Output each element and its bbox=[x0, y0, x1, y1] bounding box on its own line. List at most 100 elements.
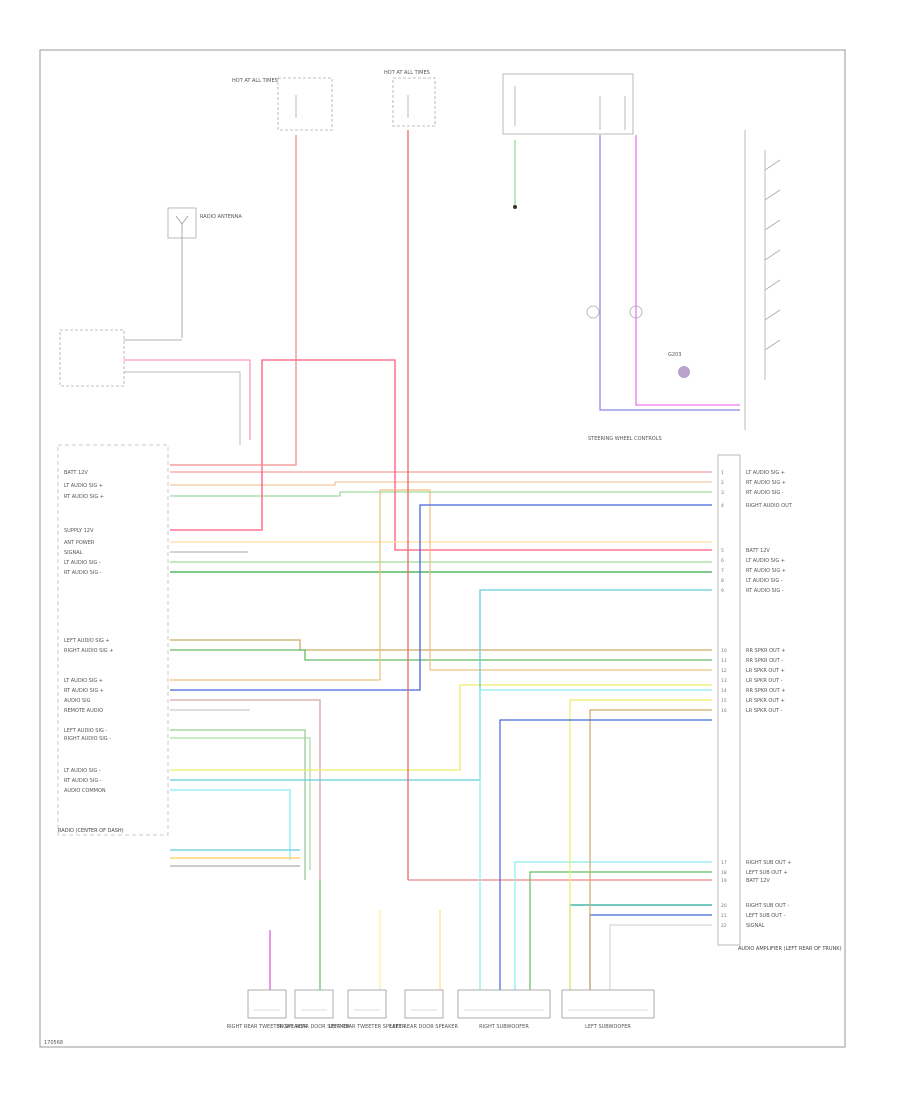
wires-layer bbox=[124, 130, 740, 990]
wire-9 bbox=[170, 649, 712, 661]
clockspring-connector-2 bbox=[629, 305, 643, 319]
wire-label-17: RT AUDIO SIG - bbox=[64, 778, 102, 784]
fuse-block-mid: HOT AT ALL TIMES bbox=[384, 70, 436, 127]
wire-label-6: LT AUDIO SIG - bbox=[64, 560, 101, 566]
wire-label-18: AUDIO COMMON bbox=[64, 788, 106, 794]
amp-pin-5: 6 bbox=[721, 558, 724, 564]
wire-label-13: REMOTE AUDIO bbox=[64, 708, 103, 714]
wire-12 bbox=[170, 699, 321, 880]
amp-output-label-13: RR SPKR OUT + bbox=[746, 688, 786, 694]
amp-pin-21: 22 bbox=[721, 923, 727, 929]
amp-output-label-11: LR SPKR OUT + bbox=[746, 668, 785, 674]
wire-label-14: LEFT AUDIO SIG - bbox=[64, 728, 107, 734]
sub-r-pos bbox=[514, 861, 712, 990]
amp-pin-4: 5 bbox=[721, 548, 724, 554]
speaker-label-3: LEFT REAR DOOR SPEAKER bbox=[390, 1024, 458, 1030]
batt-feed-left bbox=[170, 135, 297, 466]
amp-output-label-0: LT AUDIO SIG + bbox=[746, 470, 785, 476]
amp-output-label-5: LT AUDIO SIG + bbox=[746, 558, 785, 564]
amp-output-label-7: LT AUDIO SIG - bbox=[746, 578, 783, 584]
amp-output-label-20: LEFT SUB OUT - bbox=[746, 913, 785, 919]
amp-output-label-12: LR SPKR OUT - bbox=[746, 678, 783, 684]
ant-sig bbox=[124, 371, 241, 445]
diagram-border bbox=[39, 49, 846, 1048]
wire-17 bbox=[170, 589, 712, 781]
amp-output-label-15: LR SPKR OUT - bbox=[746, 708, 783, 714]
wire-label-2: RT AUDIO SIG + bbox=[64, 494, 104, 500]
amp-output-label-3: RIGHT AUDIO OUT bbox=[746, 503, 793, 509]
amp-pin-11: 12 bbox=[721, 668, 727, 674]
wire-10 bbox=[170, 489, 712, 681]
amp-pin-7: 8 bbox=[721, 578, 724, 584]
figure-code: 170568 bbox=[44, 1040, 63, 1046]
amp-output-label-18: BATT 12V bbox=[746, 878, 770, 884]
wire-18 bbox=[170, 789, 291, 860]
wire-label-7: RT AUDIO SIG - bbox=[64, 570, 102, 576]
amp-output-label-21: SIGNAL bbox=[746, 923, 765, 929]
amp-pin-6: 7 bbox=[721, 568, 724, 574]
spk-feed-4 bbox=[479, 689, 712, 990]
amp-pin-8: 9 bbox=[721, 588, 724, 594]
radio-module bbox=[57, 444, 169, 836]
speaker-1: RIGHT REAR DOOR SPEAKER bbox=[278, 989, 350, 1030]
amp-output-label-6: RT AUDIO SIG + bbox=[746, 568, 786, 574]
amp-pin-1: 2 bbox=[721, 480, 724, 486]
fuse-mid-label: HOT AT ALL TIMES bbox=[384, 70, 430, 76]
amp-output-label-4: BATT 12V bbox=[746, 548, 770, 554]
amp-output-label-16: RIGHT SUB OUT + bbox=[746, 860, 792, 866]
sub-r-neg bbox=[529, 871, 712, 990]
wire-1 bbox=[170, 481, 712, 486]
wire-label-16: LT AUDIO SIG - bbox=[64, 768, 101, 774]
wire-2 bbox=[170, 491, 712, 497]
ant-power bbox=[124, 359, 251, 440]
speaker-label-4: RIGHT SUBWOOFER bbox=[479, 1024, 529, 1030]
amp-pin-9: 10 bbox=[721, 648, 727, 654]
switch-ladder bbox=[744, 130, 781, 430]
speaker-label-5: LEFT SUBWOOFER bbox=[585, 1024, 631, 1030]
speaker-label-0: RIGHT REAR TWEETER SPEAKER bbox=[227, 1024, 308, 1030]
wire-label-10: LT AUDIO SIG + bbox=[64, 678, 103, 684]
steering-label: STEERING WHEEL CONTROLS bbox=[588, 436, 662, 442]
amp-pin-18: 19 bbox=[721, 878, 727, 884]
speaker-3: LEFT REAR DOOR SPEAKER bbox=[390, 989, 459, 1030]
steering-wire-1 bbox=[599, 135, 740, 411]
wire-11 bbox=[170, 504, 712, 691]
speaker-4: RIGHT SUBWOOFER bbox=[457, 989, 551, 1030]
wire-label-1: LT AUDIO SIG + bbox=[64, 483, 103, 489]
wire-label-15: RIGHT AUDIO SIG - bbox=[64, 736, 111, 742]
spk-feed-3 bbox=[499, 719, 712, 990]
wire-label-5: SIGNAL bbox=[64, 550, 83, 556]
sub-sig bbox=[609, 924, 712, 990]
speaker-0: RIGHT REAR TWEETER SPEAKER bbox=[227, 989, 308, 1030]
wire-14 bbox=[170, 729, 306, 880]
amp-output-label-1: RT AUDIO SIG + bbox=[746, 480, 786, 486]
sub-l-pos bbox=[569, 904, 712, 990]
amp-pin-15: 16 bbox=[721, 708, 727, 714]
amp-output-label-2: RT AUDIO SIG - bbox=[746, 490, 784, 496]
amp-output-label-9: RR SPKR OUT + bbox=[746, 648, 786, 654]
wire-16 bbox=[170, 684, 712, 771]
speaker-label-1: RIGHT REAR DOOR SPEAKER bbox=[278, 1024, 350, 1030]
wire-label-8: LEFT AUDIO SIG + bbox=[64, 638, 110, 644]
wire-8 bbox=[170, 639, 712, 651]
wire-15 bbox=[170, 737, 311, 870]
wire-label-9: RIGHT AUDIO SIG + bbox=[64, 648, 113, 654]
amp-pin-10: 11 bbox=[721, 658, 727, 664]
steering-wire-2 bbox=[635, 135, 740, 406]
amp-pin-16: 17 bbox=[721, 860, 727, 866]
amp-pin-12: 13 bbox=[721, 678, 727, 684]
amp-output-label-17: LEFT SUB OUT + bbox=[746, 870, 788, 876]
amp-output-label-8: RT AUDIO SIG - bbox=[746, 588, 784, 594]
amp-label: AUDIO AMPLIFIER (LEFT REAR OF TRUNK) bbox=[738, 946, 842, 952]
antenna-label: RADIO ANTENNA bbox=[200, 214, 242, 220]
amp-pin-20: 21 bbox=[721, 913, 727, 919]
fuse-block-left: HOT AT ALL TIMES bbox=[232, 77, 333, 131]
amp-pin-0: 1 bbox=[721, 470, 724, 476]
speaker-5: LEFT SUBWOOFER bbox=[561, 989, 655, 1030]
sub-l-neg bbox=[589, 914, 712, 990]
speaker-2: LEFT REAR TWEETER SPEAKER bbox=[329, 989, 406, 1030]
spk-feed-2 bbox=[589, 709, 712, 990]
wire-3 bbox=[170, 359, 712, 551]
